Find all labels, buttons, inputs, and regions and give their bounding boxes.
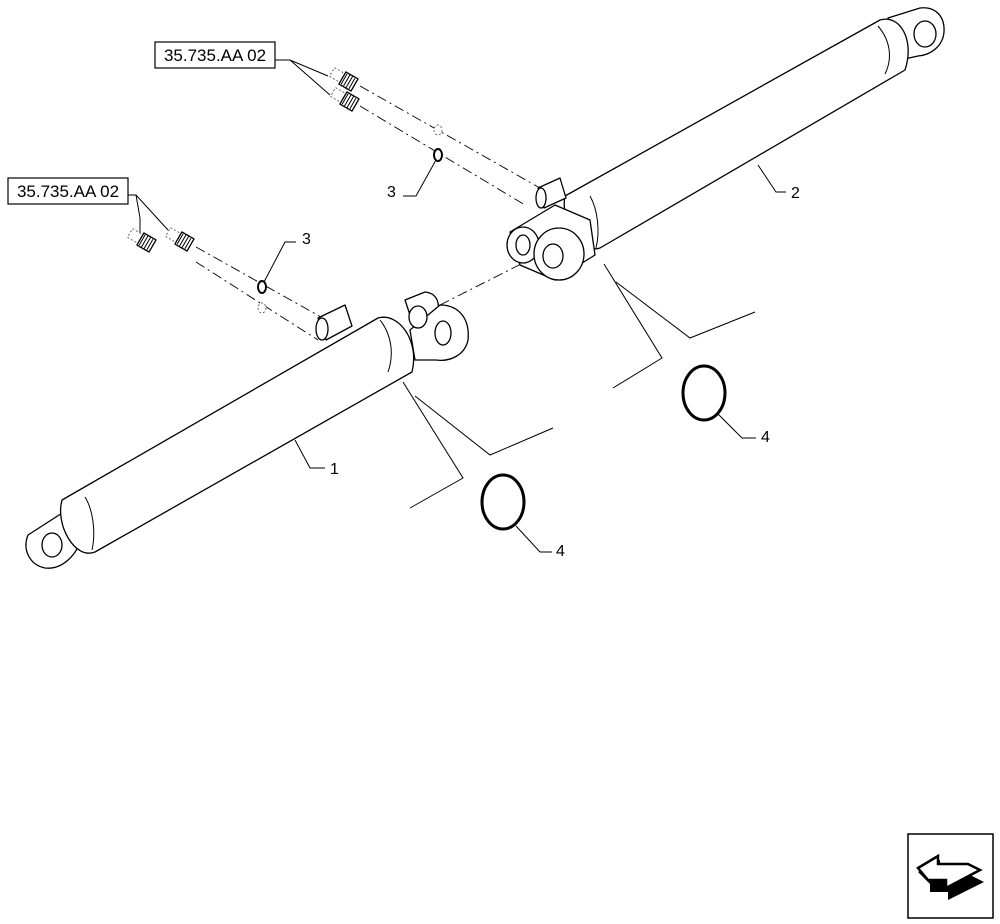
cylinder-1[interactable] xyxy=(25,291,469,569)
callout-1: 1 xyxy=(294,439,339,478)
callout-label-1: 1 xyxy=(330,461,339,478)
callout-4-left: 4 xyxy=(515,525,565,560)
callout-3-upper: 3 xyxy=(387,159,437,201)
callout-label-4-left: 4 xyxy=(556,543,565,560)
section-bracket-left xyxy=(402,381,554,509)
next-page-arrow-icon[interactable] xyxy=(907,833,994,919)
cylinder-2[interactable] xyxy=(506,7,945,281)
assembly-lines xyxy=(195,85,541,341)
fitting-lower-group xyxy=(126,227,195,253)
callout-4-right: 4 xyxy=(717,413,770,446)
callout-2: 2 xyxy=(757,164,800,202)
fitting-icon xyxy=(164,227,195,252)
callout-label-4-right: 4 xyxy=(761,429,770,446)
callout-label-3-lower: 3 xyxy=(302,231,311,248)
reference-label-left: 35.735.AA 02 xyxy=(17,182,119,201)
ring-3-lower xyxy=(257,280,267,314)
reference-box-top[interactable]: 35.735.AA 02 xyxy=(154,41,276,69)
oring-4-left xyxy=(480,473,526,531)
reference-leaders xyxy=(128,59,331,236)
callout-label-2: 2 xyxy=(791,185,800,202)
reference-box-left[interactable]: 35.735.AA 02 xyxy=(7,177,129,205)
callout-label-3-upper: 3 xyxy=(387,184,396,201)
section-bracket-right xyxy=(603,263,756,389)
ring-3-upper xyxy=(433,124,443,162)
fitting-icon xyxy=(329,87,360,112)
fitting-icon xyxy=(328,67,359,92)
fitting-icon xyxy=(126,228,157,253)
fitting-upper-group xyxy=(328,67,360,112)
callout-3-lower: 3 xyxy=(263,231,311,283)
oring-4-right xyxy=(681,364,727,422)
reference-label-top: 35.735.AA 02 xyxy=(164,46,266,65)
